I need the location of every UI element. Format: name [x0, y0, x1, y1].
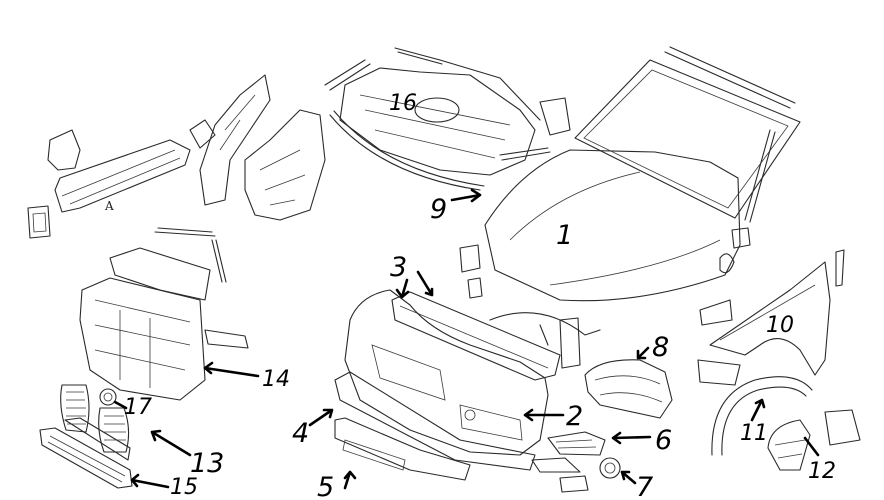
- label-10: 10: [766, 313, 794, 338]
- bumper-support-part-3: [391, 291, 561, 381]
- label-4: 4: [292, 418, 309, 449]
- emblem-part-17: [99, 388, 117, 406]
- label-16: 16: [389, 91, 417, 116]
- label-15: 15: [170, 475, 198, 500]
- label-13: 13: [190, 448, 224, 479]
- lower-grille-part-15: [39, 417, 133, 489]
- label-12: 12: [808, 459, 836, 484]
- label-9: 9: [430, 194, 447, 225]
- front-bumper-cover-part-2: [344, 289, 549, 456]
- callout-numbers: 1 2 3 4 5 6 7 8 9 10 11 12 13 14 15 16 1…: [124, 91, 836, 500]
- headlight-part-8: [584, 359, 673, 419]
- wheel-liner-part-12: [767, 409, 861, 471]
- label-8: 8: [652, 332, 669, 363]
- bumper-lip-part-4: [334, 371, 536, 471]
- hood-part-1: [484, 149, 741, 302]
- callout-arrows: [113, 188, 820, 490]
- fog-light-bezel-part-6: [531, 431, 606, 493]
- fender-part-10: [697, 249, 845, 386]
- frame-rail-assembly: [27, 74, 326, 283]
- hood-hardware: [459, 227, 751, 369]
- label-3: 3: [390, 252, 407, 283]
- windshield: [574, 46, 801, 223]
- label-5: 5: [317, 472, 334, 500]
- label-2: 2: [566, 401, 583, 432]
- label-11: 11: [740, 421, 768, 446]
- kidney-grille-part-13: [60, 384, 130, 453]
- fog-light-part-7: [599, 457, 621, 479]
- label-17: 17: [124, 395, 152, 420]
- label-14: 14: [262, 367, 290, 392]
- frame-letter-a: A: [104, 199, 114, 213]
- label-6: 6: [655, 425, 672, 456]
- label-7: 7: [636, 472, 653, 500]
- license-plate-bracket-part-5: [334, 417, 471, 481]
- radiator-support-part-14: [79, 247, 249, 401]
- hood-inner-panel-part-16: [324, 47, 571, 191]
- wheel-arch-trim-part-11: [711, 376, 813, 456]
- label-1: 1: [556, 220, 573, 251]
